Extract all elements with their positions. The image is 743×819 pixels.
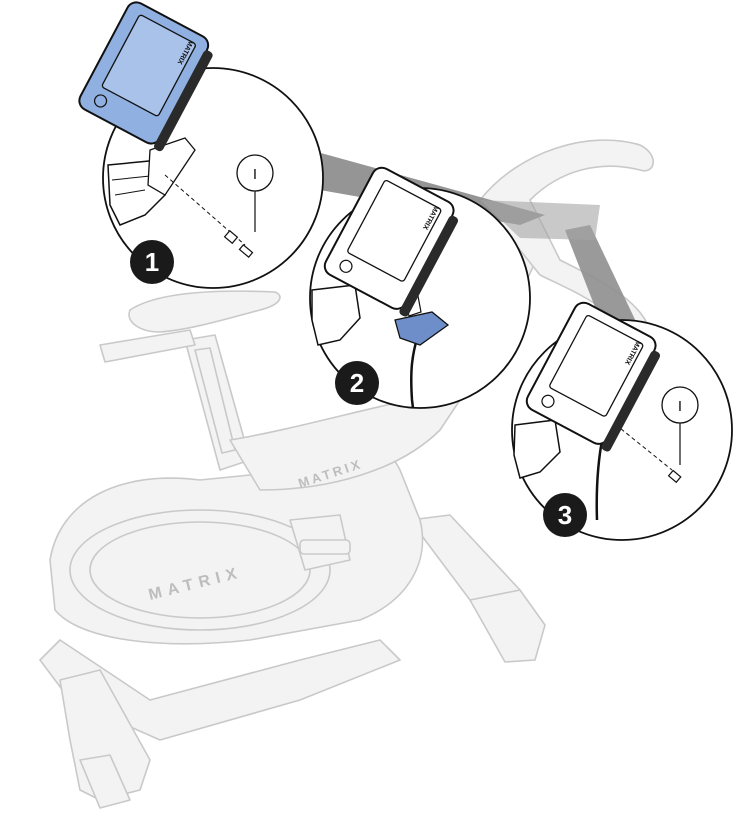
callout-3 [661,386,699,424]
step-2-badge [335,361,379,405]
step-3-console: MATRIX [525,301,661,452]
mount-plate [147,137,196,196]
zoom-band-3 [480,200,600,240]
callout-1-label: I [253,166,257,183]
flywheel-cover [69,509,331,631]
exercise-bike [39,139,654,809]
callout-3-label: I [678,398,682,415]
step-1-number: 1 [145,247,159,277]
screw-icon [223,229,254,259]
console-power-icon [93,94,108,108]
callout-1 [236,154,274,192]
screw-icon-3 [667,469,682,484]
zoom-band-2 [565,225,640,330]
step-3-badge [543,493,587,537]
step-2-console: MATRIX [323,166,459,317]
step-2-number: 2 [350,368,364,398]
step-3-number: 3 [558,500,572,530]
step-1-badge [130,240,174,284]
seat [128,290,281,333]
step-1-console: MATRIX [78,1,213,152]
